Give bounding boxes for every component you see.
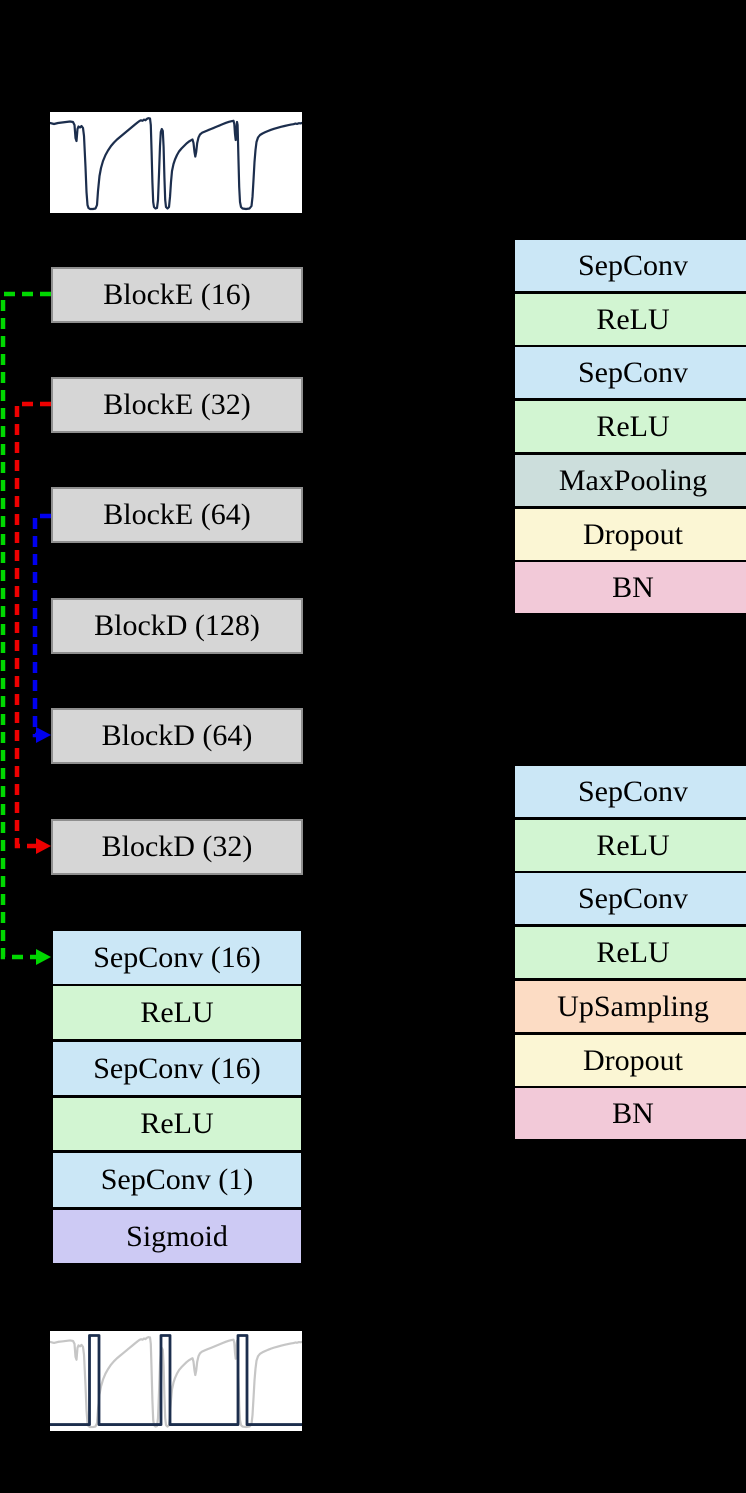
layer-label: ReLU: [596, 828, 670, 862]
blocke-layer-maxpooling: MaxPooling: [513, 453, 746, 508]
block-blockd-128: BlockD (128): [51, 598, 303, 654]
blockd-layer-dropout: Dropout: [513, 1033, 746, 1088]
layer-label: BN: [612, 570, 654, 604]
blocke-layer-bn: BN: [513, 560, 746, 615]
layer-label: SepConv (16): [93, 940, 261, 974]
layer-label: UpSampling: [557, 989, 709, 1023]
block-label: BlockE (64): [103, 498, 251, 531]
layer-relu-b: ReLU: [51, 1096, 303, 1152]
block-label: BlockE (16): [103, 278, 251, 311]
layer-label: ReLU: [140, 1107, 214, 1140]
layer-label: Dropout: [583, 517, 683, 551]
layer-label: SepConv: [577, 881, 688, 915]
skip-connection-red: [14, 401, 51, 849]
input-signal-trace: [50, 117, 302, 211]
output-mask-plot: [50, 1331, 302, 1431]
layer-label: SepConv (1): [100, 1163, 254, 1196]
skip-connection-blue: [32, 513, 51, 738]
skip-connection-green: [0, 291, 51, 960]
layer-label: SepConv: [577, 355, 688, 389]
output-mask-trace: [50, 1334, 302, 1426]
layer-label: Sigmoid: [126, 1219, 228, 1253]
blockd-layer-upsampling: UpSampling: [513, 979, 746, 1034]
skip-arrowhead-red-icon: [36, 838, 51, 854]
layer-label: ReLU: [596, 935, 670, 969]
blockd-layer-bn: BN: [513, 1086, 746, 1141]
blockd-layer-sepconv-1: SepConv: [513, 764, 746, 819]
layer-label: Dropout: [583, 1043, 683, 1077]
layer-label: ReLU: [140, 995, 214, 1029]
faded-signal-trace: [50, 1336, 302, 1429]
layer-label: SepConv (16): [93, 1051, 261, 1085]
layer-sepconv-16-b: SepConv (16): [51, 1040, 303, 1097]
block-blockd-32: BlockD (32): [51, 819, 303, 875]
blockd-layer-sepconv-2: SepConv: [513, 871, 746, 926]
blocke-layer-relu-1: ReLU: [513, 292, 746, 347]
layer-relu-a: ReLU: [51, 984, 303, 1041]
blocke-layer-relu-2: ReLU: [513, 399, 746, 454]
block-label: BlockD (32): [101, 830, 253, 863]
input-signal-plot: [50, 112, 302, 213]
block-blocke-32: BlockE (32): [51, 377, 303, 433]
block-label: BlockD (128): [94, 609, 260, 642]
layer-sepconv-16-a: SepConv (16): [51, 929, 303, 986]
layer-label: SepConv: [577, 774, 688, 808]
layer-label: ReLU: [596, 302, 670, 336]
skip-arrowhead-green-icon: [36, 949, 51, 965]
block-blocke-64: BlockE (64): [51, 487, 303, 543]
skip-arrowhead-blue-icon: [36, 727, 51, 743]
block-blockd-64: BlockD (64): [51, 708, 303, 764]
layer-sigmoid: Sigmoid: [51, 1208, 303, 1265]
blockd-layer-relu-1: ReLU: [513, 818, 746, 873]
block-label: BlockE (32): [103, 388, 251, 421]
blockd-layer-relu-2: ReLU: [513, 925, 746, 980]
layer-label: MaxPooling: [558, 463, 708, 497]
block-blocke-16: BlockE (16): [51, 267, 303, 323]
layer-label: SepConv: [577, 248, 688, 282]
blocke-layer-sepconv-2: SepConv: [513, 345, 746, 400]
blocke-layer-sepconv-1: SepConv: [513, 238, 746, 293]
blocke-layer-dropout: Dropout: [513, 507, 746, 562]
layer-label: BN: [612, 1096, 654, 1130]
layer-label: ReLU: [596, 409, 670, 443]
block-label: BlockD (64): [101, 719, 253, 752]
layer-sepconv-1: SepConv (1): [51, 1151, 303, 1209]
